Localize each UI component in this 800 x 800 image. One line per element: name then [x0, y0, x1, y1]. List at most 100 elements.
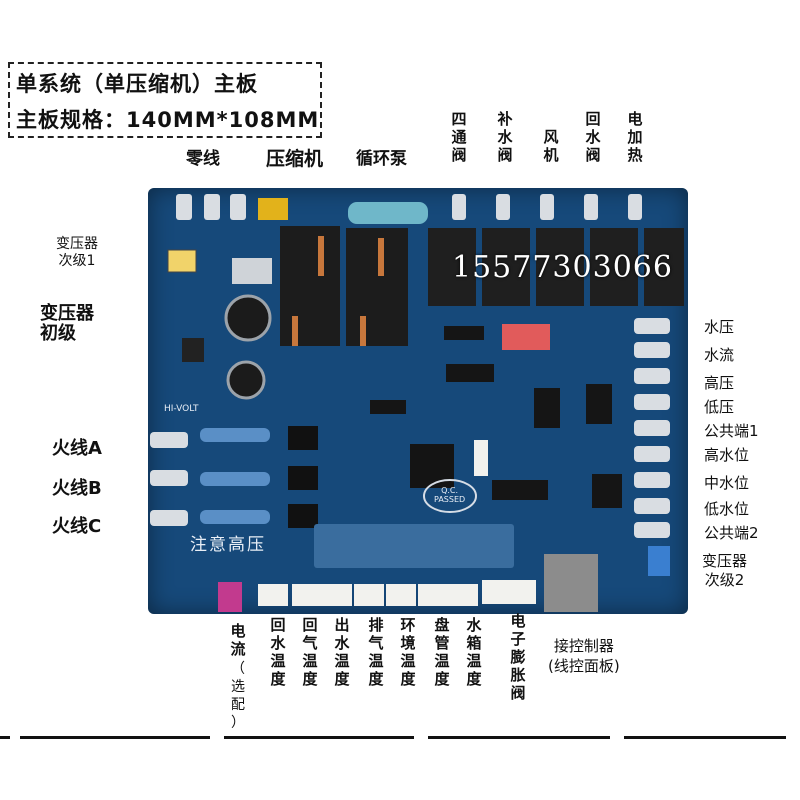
vertical-char: 度 [302, 670, 318, 688]
vertical-char: 境 [400, 634, 416, 652]
vertical-char: 度 [434, 670, 450, 688]
vertical-char: 回 [270, 616, 286, 634]
vertical-char: 水 [334, 634, 350, 652]
vertical-char: 箱 [466, 634, 482, 652]
label-pump: 循环泵 [356, 149, 407, 169]
hi-volt-text: HI-VOLT [164, 404, 199, 414]
board-title: 单系统（单压缩机）主板 [16, 72, 258, 96]
vertical-char: 温 [302, 652, 318, 670]
vertical-char: 回 [302, 616, 318, 634]
vertical-char: 度 [270, 670, 286, 688]
label-live-a: 火线A [52, 438, 102, 459]
label-return-valve: 回水阀 [582, 110, 604, 164]
label-transformer-primary: 变压器 初级 [40, 303, 94, 344]
vertical-char: 机 [543, 146, 559, 164]
label-tank-temp: 水箱温度 [464, 616, 484, 688]
pump-relay [346, 228, 408, 346]
vertical-char: 电 [627, 110, 643, 128]
vertical-char: 水 [585, 128, 601, 146]
vertical-char: 温 [270, 652, 286, 670]
vertical-char: 水 [497, 128, 513, 146]
label-coil-temp: 盘管温度 [432, 616, 452, 688]
vertical-char: 水 [270, 634, 286, 652]
rule-1 [0, 736, 10, 739]
vertical-char: 温 [334, 652, 350, 670]
label-four-way-valve: 四通阀 [448, 110, 470, 164]
capacitor-large [224, 294, 272, 342]
vertical-char: 热 [627, 146, 643, 164]
vertical-char: 阀 [585, 146, 601, 164]
vertical-char: 流 [230, 640, 246, 658]
vertical-char: 风 [543, 128, 559, 146]
yellow-capacitor [258, 198, 288, 220]
high-voltage-warning: 注意高压 [190, 535, 266, 555]
pcb-components [150, 194, 684, 612]
label-high-water-level: 高水位 [704, 446, 750, 464]
vertical-char: 温 [466, 652, 482, 670]
phone-watermark: 15577303066 [452, 250, 673, 285]
vertical-char: 回 [585, 110, 601, 128]
vertical-char: 通 [451, 128, 467, 146]
vertical-char: 配 [231, 697, 245, 713]
vertical-char: （ [231, 661, 245, 677]
vertical-char: 温 [368, 652, 384, 670]
label-fan: 风机 [540, 128, 562, 164]
dip-switch [502, 324, 550, 350]
vertical-char: 温 [400, 652, 416, 670]
right-terminals [634, 318, 670, 538]
label-transformer-secondary-2: 变压器 次级2 [702, 552, 748, 589]
board-spec: 主板规格：140MM*108MM [16, 108, 320, 132]
controller-jack [544, 554, 598, 612]
vertical-char: 气 [302, 634, 318, 652]
label-ambient-temp: 环境温度 [398, 616, 418, 688]
spec-frame [8, 62, 322, 138]
label-zero-line: 零线 [186, 149, 220, 169]
vertical-char: 选 [231, 679, 245, 695]
vertical-char: 管 [434, 634, 450, 652]
vertical-char: 度 [466, 670, 482, 688]
label-electric-heat: 电加热 [624, 110, 646, 164]
label-transformer-secondary-1: 变压器 次级1 [56, 236, 98, 269]
neutral-terminals [176, 194, 246, 220]
compressor-relay [280, 226, 340, 346]
label-refill-valve: 补水阀 [494, 110, 516, 164]
mcu-chip [410, 444, 454, 488]
label-current: 电流 [228, 622, 248, 658]
label-outlet-water-temp: 出水温度 [332, 616, 352, 688]
label-controller: 接控制器 (线控面板) [548, 637, 620, 675]
vertical-char: 度 [368, 670, 384, 688]
label-common-1: 公共端1 [704, 422, 759, 440]
vertical-char: 度 [334, 670, 350, 688]
vertical-char: 补 [497, 110, 513, 128]
label-optional: （选配） [226, 660, 250, 732]
vertical-char: 环 [400, 616, 416, 634]
label-mid-water-level: 中水位 [704, 474, 750, 492]
label-low-pressure: 低压 [704, 398, 735, 416]
rule-2 [20, 736, 210, 739]
label-exhaust-temp: 排气温度 [366, 616, 386, 688]
label-water-flow: 水流 [704, 346, 735, 364]
vertical-char: 出 [334, 616, 350, 634]
label-low-water-level: 低水位 [704, 500, 750, 518]
rule-4 [428, 736, 610, 739]
label-return-water-temp: 回水温度 [268, 616, 288, 688]
label-return-gas-temp: 回气温度 [300, 616, 320, 688]
qc-text: Q.C. PASSED [434, 486, 466, 504]
vertical-char: 排 [368, 616, 384, 634]
qc-stamp [423, 479, 477, 513]
vertical-char: 加 [627, 128, 643, 146]
label-high-pressure: 高压 [704, 374, 735, 392]
fuse [348, 202, 428, 224]
vertical-char: 盘 [434, 616, 450, 634]
vertical-char: 电 [510, 612, 526, 630]
label-live-c: 火线C [52, 516, 102, 537]
label-common-2: 公共端2 [704, 524, 759, 542]
vertical-char: 膨 [510, 648, 526, 666]
rule-3 [224, 736, 414, 739]
current-connector [218, 582, 242, 612]
label-live-b: 火线B [52, 478, 102, 499]
vertical-char: 阀 [451, 146, 467, 164]
vertical-char: 四 [451, 110, 467, 128]
vertical-char: 阀 [510, 684, 526, 702]
vertical-char: 气 [368, 634, 384, 652]
